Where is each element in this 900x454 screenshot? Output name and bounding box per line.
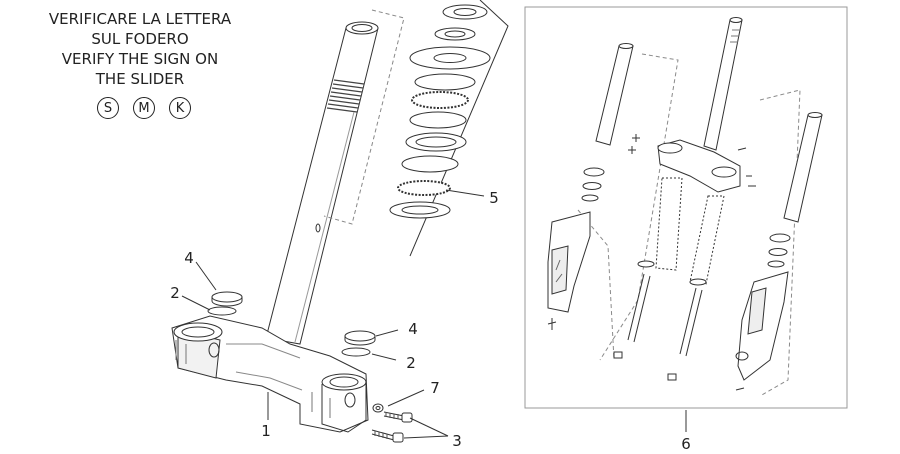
callout-4-right: 4 [408, 320, 418, 338]
bolts [371, 403, 413, 443]
fork-assembly [524, 6, 848, 409]
callout-2-left: 2 [170, 284, 180, 302]
callout-7: 7 [430, 379, 440, 397]
bearing-stack [323, 0, 509, 257]
callout-6: 6 [681, 435, 691, 453]
callout-1: 1 [261, 422, 271, 440]
callout-3: 3 [452, 432, 462, 450]
badge-s: S [97, 97, 119, 119]
dust-ring-left [207, 291, 243, 316]
badge-k: K [169, 97, 191, 119]
callout-2-right: 2 [406, 354, 416, 372]
notice-line-1: VERIFICARE LA LETTERA [48, 10, 232, 28]
badge-m: M [133, 97, 155, 119]
notice-line-2: SUL FODERO [91, 30, 189, 48]
callout-4-left: 4 [184, 249, 194, 267]
dust-ring-right [341, 330, 376, 357]
steering-stem [171, 21, 379, 433]
notice-line-4: THE SLIDER [95, 70, 185, 88]
leader-lines [181, 189, 687, 439]
callout-5: 5 [489, 189, 499, 207]
notice-line-3: VERIFY THE SIGN ON [61, 50, 219, 68]
